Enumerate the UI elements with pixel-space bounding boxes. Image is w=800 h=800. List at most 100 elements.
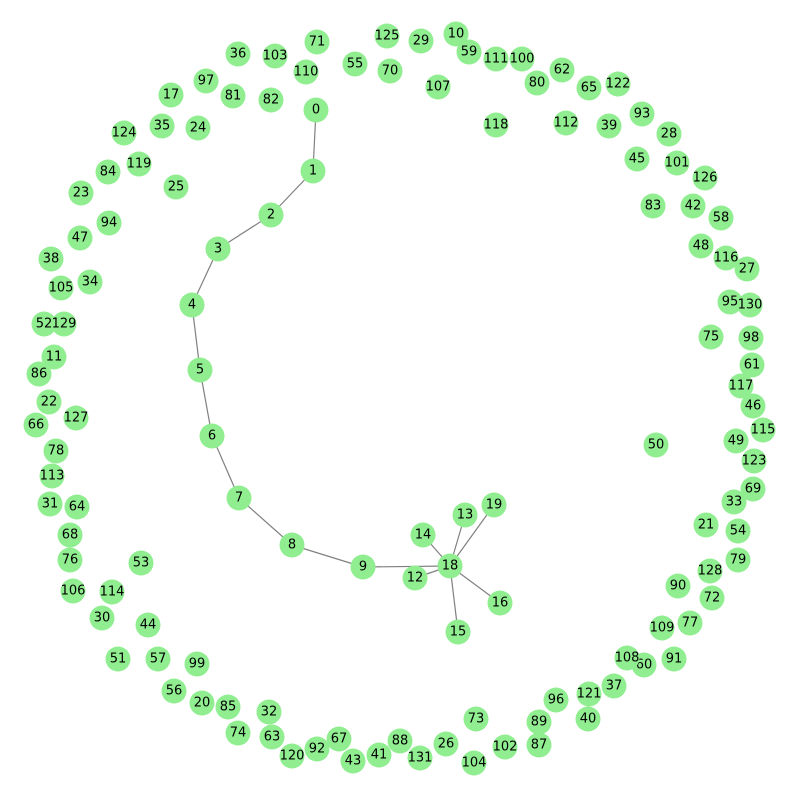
node-circle [433, 731, 459, 757]
node-circle [51, 311, 77, 337]
node-label: 9 [359, 560, 367, 575]
node-36: 36 [225, 41, 251, 67]
node-label: 39 [601, 119, 618, 134]
node-64: 64 [64, 494, 90, 520]
node-label: 26 [438, 737, 455, 752]
node-label: 21 [698, 518, 715, 533]
node-121: 121 [576, 681, 602, 707]
node-label: 13 [457, 508, 474, 523]
node-circle [461, 750, 487, 776]
node-label: 115 [751, 423, 776, 438]
node-label: 90 [670, 579, 687, 594]
node-106: 106 [60, 578, 86, 604]
node-44: 44 [135, 612, 161, 638]
node-circle [36, 389, 62, 415]
node-circle [483, 112, 509, 138]
node-42: 42 [680, 193, 706, 219]
node-78: 78 [43, 438, 69, 464]
node-label: 42 [685, 199, 702, 214]
node-34: 34 [77, 269, 103, 295]
node-label: 68 [62, 528, 79, 543]
node-circle [483, 46, 509, 72]
node-circle [205, 236, 231, 262]
node-label: 37 [606, 679, 623, 694]
node-circle [739, 352, 765, 378]
node-circle [665, 573, 691, 599]
node-22: 22 [36, 389, 62, 415]
node-110: 110 [293, 59, 319, 85]
node-label: 106 [61, 584, 86, 599]
node-circle [708, 205, 734, 231]
node-circle [693, 512, 719, 538]
node-circle [193, 68, 219, 94]
node-circle [23, 412, 49, 438]
node-8: 8 [279, 532, 305, 558]
node-circle [601, 673, 627, 699]
node-circle [408, 28, 434, 54]
node-label: 62 [554, 63, 571, 78]
node-63: 63 [259, 724, 285, 750]
node-label: 67 [331, 732, 348, 747]
node-circle [463, 706, 489, 732]
node-label: 59 [461, 45, 478, 60]
node-circle [31, 311, 57, 337]
node-label: 81 [225, 89, 242, 104]
node-label: 5 [196, 363, 204, 378]
node-circle [63, 405, 89, 431]
node-circle [549, 57, 575, 83]
node-75: 75 [698, 324, 724, 350]
node-circle [680, 193, 706, 219]
node-99: 99 [184, 651, 210, 677]
node-circle [26, 361, 52, 387]
node-88: 88 [387, 728, 413, 754]
node-19: 19 [481, 492, 507, 518]
node-circle [60, 578, 86, 604]
node-111: 111 [483, 46, 509, 72]
node-76: 76 [57, 547, 83, 573]
node-label: 86 [31, 367, 48, 382]
node-label: 55 [347, 57, 364, 72]
node-circle [57, 522, 83, 548]
node-label: 0 [312, 103, 320, 118]
node-label: 34 [82, 275, 99, 290]
node-101: 101 [664, 150, 690, 176]
node-38: 38 [38, 246, 64, 272]
node-circle [643, 432, 669, 458]
edge-18-19 [449, 504, 495, 567]
node-label: 7 [235, 491, 243, 506]
node-123: 123 [741, 448, 767, 474]
node-circle [215, 694, 241, 720]
node-label: 24 [190, 121, 207, 136]
node-label: 52 [36, 317, 53, 332]
node-circle [48, 275, 74, 301]
node-circle [145, 646, 171, 672]
node-layer: 0123456789101112131415161718192021222324… [23, 21, 776, 776]
node-128: 128 [697, 558, 723, 584]
node-circle [342, 51, 368, 77]
node-circle [187, 357, 213, 383]
node-55: 55 [342, 51, 368, 77]
node-96: 96 [543, 687, 569, 713]
node-circle [698, 324, 724, 350]
node-label: 74 [230, 726, 247, 741]
node-49: 49 [723, 428, 749, 454]
node-25: 25 [163, 174, 189, 200]
node-circle [279, 743, 305, 769]
node-108: 108 [614, 645, 640, 671]
node-circle [425, 74, 451, 100]
node-circle [526, 709, 552, 735]
node-label: 121 [577, 687, 602, 702]
node-label: 89 [531, 715, 548, 730]
node-label: 14 [415, 528, 432, 543]
node-53: 53 [128, 550, 154, 576]
edge-layer [191, 109, 501, 633]
node-72: 72 [699, 585, 725, 611]
node-circle [723, 428, 749, 454]
node-label: 116 [714, 251, 739, 266]
node-label: 78 [48, 444, 65, 459]
node-15: 15 [445, 619, 471, 645]
node-61: 61 [739, 352, 765, 378]
node-circle [640, 193, 666, 219]
node-85: 85 [215, 694, 241, 720]
node-label: 94 [101, 216, 118, 231]
